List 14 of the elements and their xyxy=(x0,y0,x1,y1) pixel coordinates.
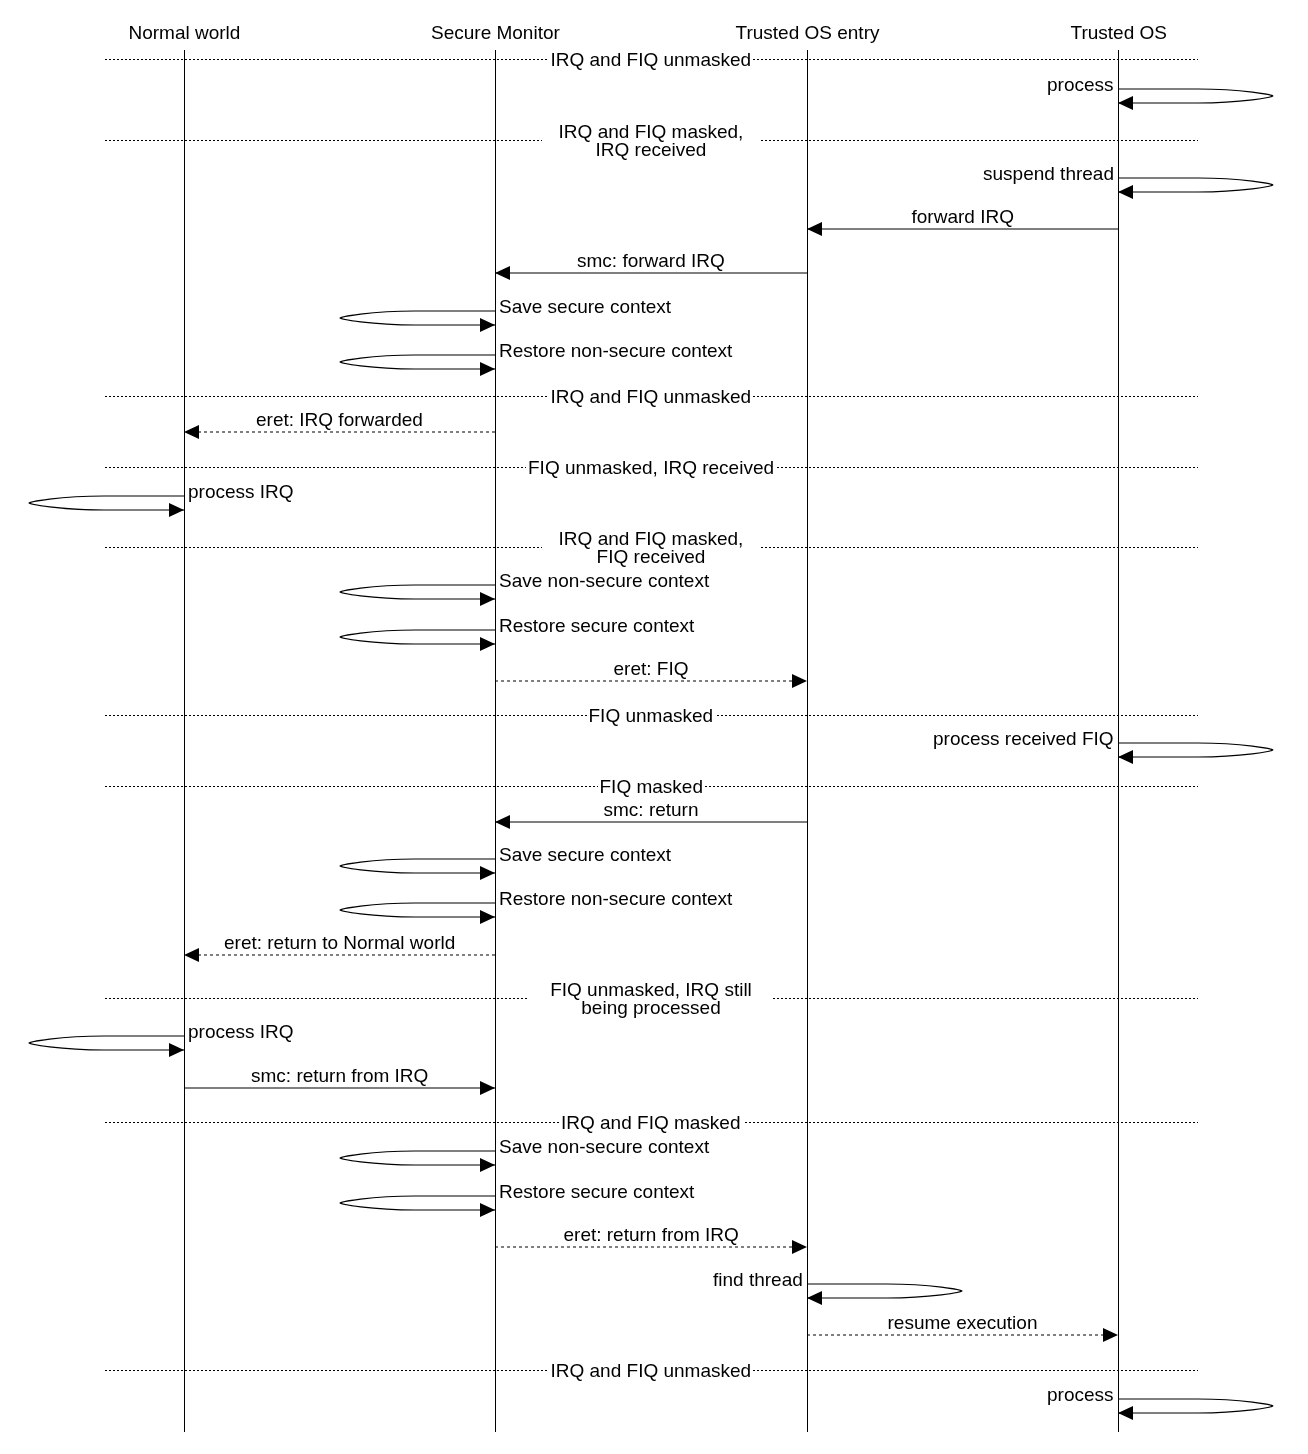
participant-name: Trusted OS xyxy=(1069,21,1168,45)
divider-label: IRQ and FIQ unmasked xyxy=(548,1361,754,1380)
divider-label: IRQ and FIQ unmasked xyxy=(548,387,754,406)
divider-label: IRQ and FIQ masked, FIQ received xyxy=(541,529,761,566)
divider-label: FIQ unmasked, IRQ still being processed xyxy=(529,980,773,1017)
participant-name: Secure Monitor xyxy=(430,21,561,45)
divider-label: IRQ and FIQ masked, IRQ received xyxy=(541,122,761,159)
divider-label: IRQ and FIQ masked xyxy=(559,1113,743,1132)
divider-label: FIQ masked xyxy=(597,777,705,796)
participant-name: Normal world xyxy=(127,21,242,45)
divider-label: IRQ and FIQ unmasked xyxy=(548,50,754,69)
participant-name: Trusted OS entry xyxy=(734,21,881,45)
divider-label: FIQ unmasked xyxy=(586,706,716,725)
divider-label: FIQ unmasked, IRQ received xyxy=(526,458,777,477)
